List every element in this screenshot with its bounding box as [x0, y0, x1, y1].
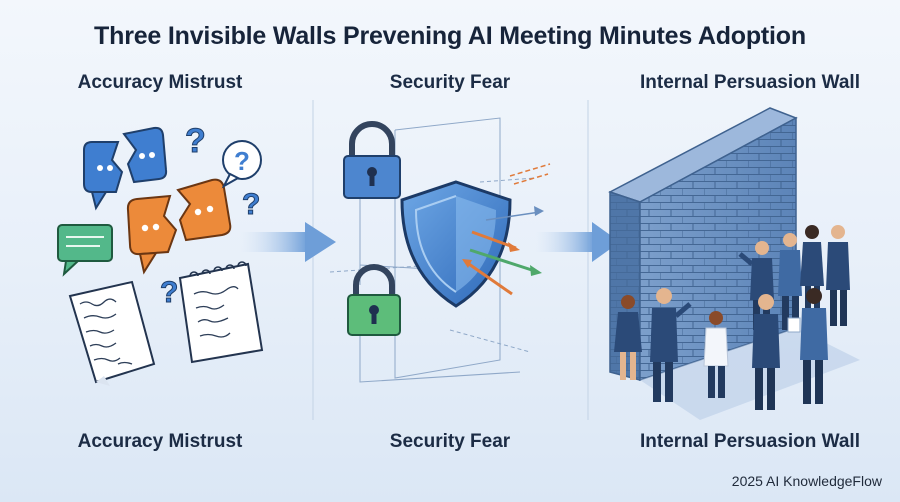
column-heading-security-fear: Security Fear [389, 72, 511, 93]
column-footer-accuracy-mistrust: Accuracy Mistrust [77, 431, 243, 452]
persuasion-wall-illustration [608, 107, 860, 420]
threat-dashes [509, 163, 551, 185]
person [650, 288, 692, 402]
svg-text:?: ? [160, 276, 178, 309]
person [703, 311, 729, 398]
person [800, 225, 824, 318]
question-bubble-icon: ? [221, 140, 262, 189]
person [614, 295, 642, 380]
accuracy-mistrust-illustration: ? ? ? ? [57, 122, 264, 386]
person [778, 233, 802, 330]
column-heading-accuracy-mistrust: Accuracy Mistrust [77, 72, 243, 93]
column-footer-security-fear: Security Fear [389, 431, 511, 452]
lock-green-icon [347, 264, 401, 336]
column-footer-internal-persuasion-wall: Internal Persuasion Wall [640, 431, 860, 452]
person [752, 294, 780, 410]
shield-icon [400, 180, 512, 308]
speech-bubble-green-icon [57, 224, 113, 277]
broken-speech-bubble-orange-icon [126, 178, 232, 275]
spiral-notepad-document [178, 261, 264, 364]
team-figures [614, 225, 850, 410]
question-mark-icons: ? ? ? [160, 122, 261, 310]
flow-arrow-left [240, 222, 336, 262]
security-fear-illustration [329, 117, 551, 383]
broken-speech-bubble-icon [83, 126, 168, 211]
svg-text:?: ? [185, 122, 206, 160]
svg-text:?: ? [242, 188, 260, 221]
svg-text:?: ? [234, 146, 250, 176]
column-heading-internal-persuasion-wall: Internal Persuasion Wall [640, 72, 860, 93]
threat-arrows [462, 206, 544, 296]
person [787, 288, 828, 404]
credit-text: 2025 AI KnowledgeFlow [731, 473, 882, 489]
person [826, 225, 850, 326]
page-title: Three Invisible Walls Prevening AI Meeti… [94, 22, 806, 50]
handwritten-note-document [68, 280, 156, 386]
flow-arrow-right [535, 222, 620, 262]
lock-blue-icon [343, 121, 401, 199]
